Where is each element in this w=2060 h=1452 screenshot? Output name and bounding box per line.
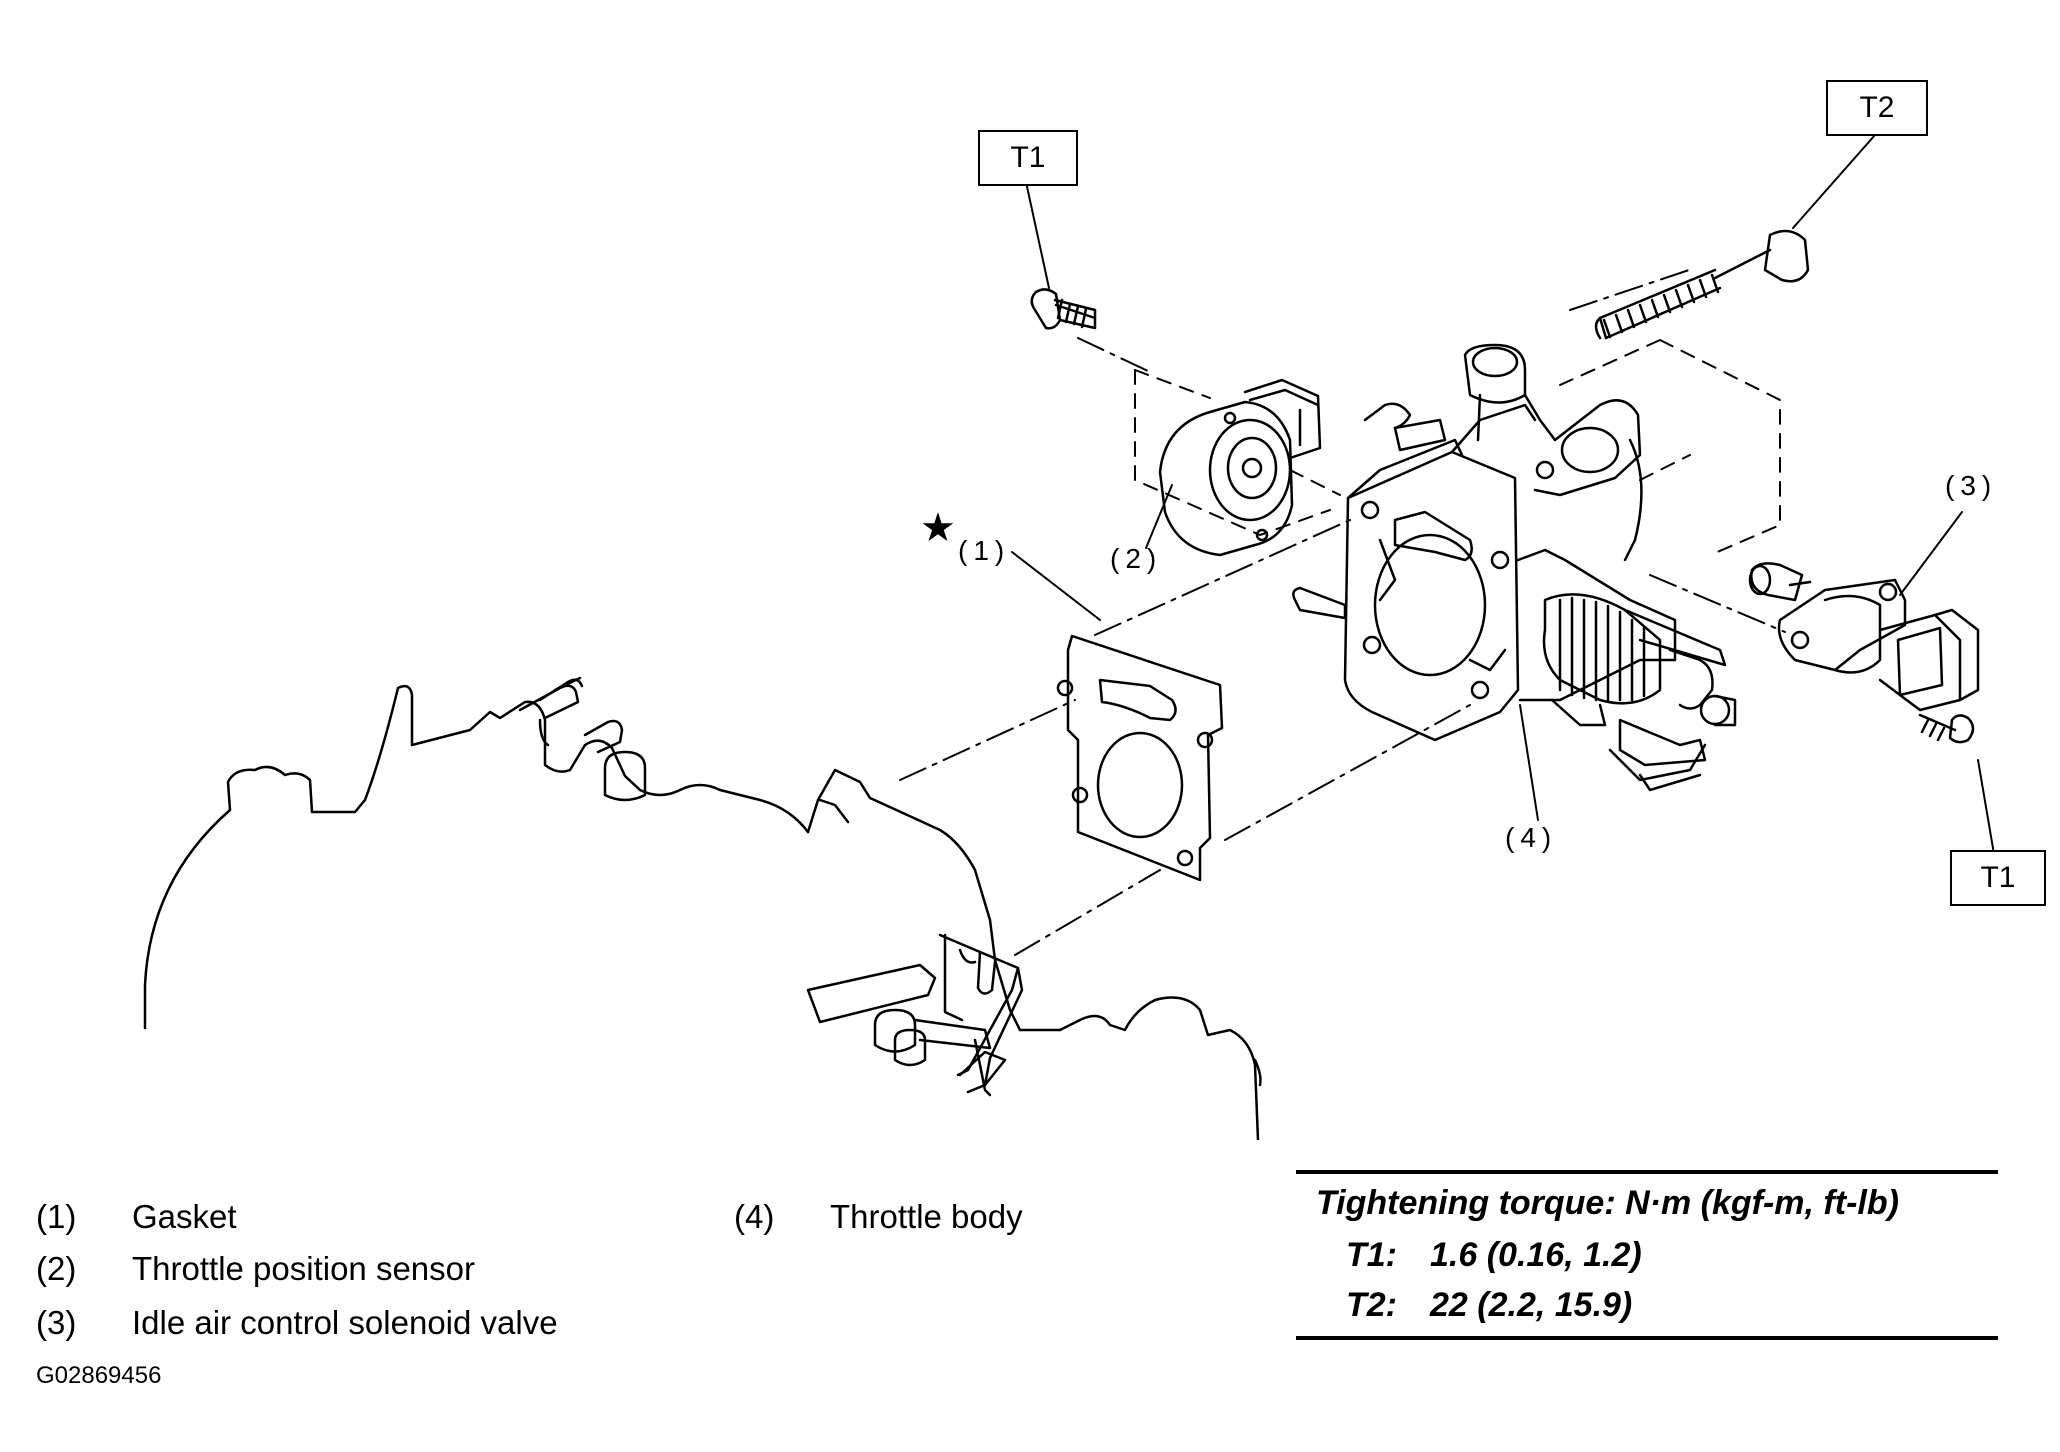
legend-name: Idle air control solenoid valve	[132, 1304, 558, 1341]
legend-item-gasket: (1) Gasket	[36, 1198, 237, 1236]
leader-lines	[1011, 134, 1996, 861]
legend-item-throttle-position-sensor: (2) Throttle position sensor	[36, 1250, 475, 1288]
legend-item-throttle-body: (4) Throttle body	[734, 1198, 1023, 1236]
legend-number: (4)	[734, 1198, 775, 1235]
part-label-4: (4)	[1505, 822, 1558, 853]
torque-row-t2: T2: 22 (2.2, 15.9)	[1346, 1286, 1632, 1325]
torque-key: T2:	[1346, 1286, 1397, 1324]
legend-number: (2)	[36, 1250, 77, 1287]
throttle-body-exploded-diagram	[143, 134, 1996, 1140]
t1-callout-top: T1	[978, 130, 1078, 186]
legend-name: Throttle position sensor	[132, 1250, 476, 1287]
throttle-position-sensor-part	[1158, 378, 1322, 557]
part-label-1: (1)	[958, 535, 1011, 566]
torque-value: 1.6 (0.16, 1.2)	[1430, 1236, 1642, 1274]
legend-number: (3)	[36, 1304, 77, 1341]
t1-screw-left	[1030, 288, 1097, 330]
torque-key: T1:	[1346, 1236, 1397, 1274]
part-label-3: (3)	[1945, 470, 1998, 501]
t2-callout: T2	[1826, 80, 1928, 136]
torque-title: Tightening torque: N·m (kgf-m, ft-lb)	[1316, 1184, 1899, 1222]
idle-air-control-valve-part	[1748, 562, 1980, 744]
figure-id: G02869456	[36, 1362, 162, 1389]
gasket-part	[1056, 634, 1224, 882]
assembly-guide-lines	[899, 267, 1786, 956]
part-label-2: (2)	[1110, 543, 1163, 574]
intake-manifold-outline	[143, 676, 1262, 1140]
legend-name: Gasket	[132, 1198, 237, 1235]
tightening-torque-table: Tightening torque: N·m (kgf-m, ft-lb) T1…	[1296, 1170, 1998, 1340]
dashed-box-lines	[1134, 339, 1781, 554]
legend-item-idle-air-control-valve: (3) Idle air control solenoid valve	[36, 1304, 558, 1342]
legend-name: Throttle body	[830, 1198, 1023, 1235]
mounting-bracket	[806, 933, 1024, 1094]
throttle-body-part	[1292, 343, 1737, 792]
t2-bolt	[1594, 229, 1810, 340]
torque-row-t1: T1: 1.6 (0.16, 1.2)	[1346, 1236, 1642, 1275]
legend-number: (1)	[36, 1198, 77, 1235]
star-icon: ★	[920, 506, 956, 550]
torque-value: 22 (2.2, 15.9)	[1430, 1286, 1633, 1324]
t1-callout-right: T1	[1950, 850, 2046, 906]
